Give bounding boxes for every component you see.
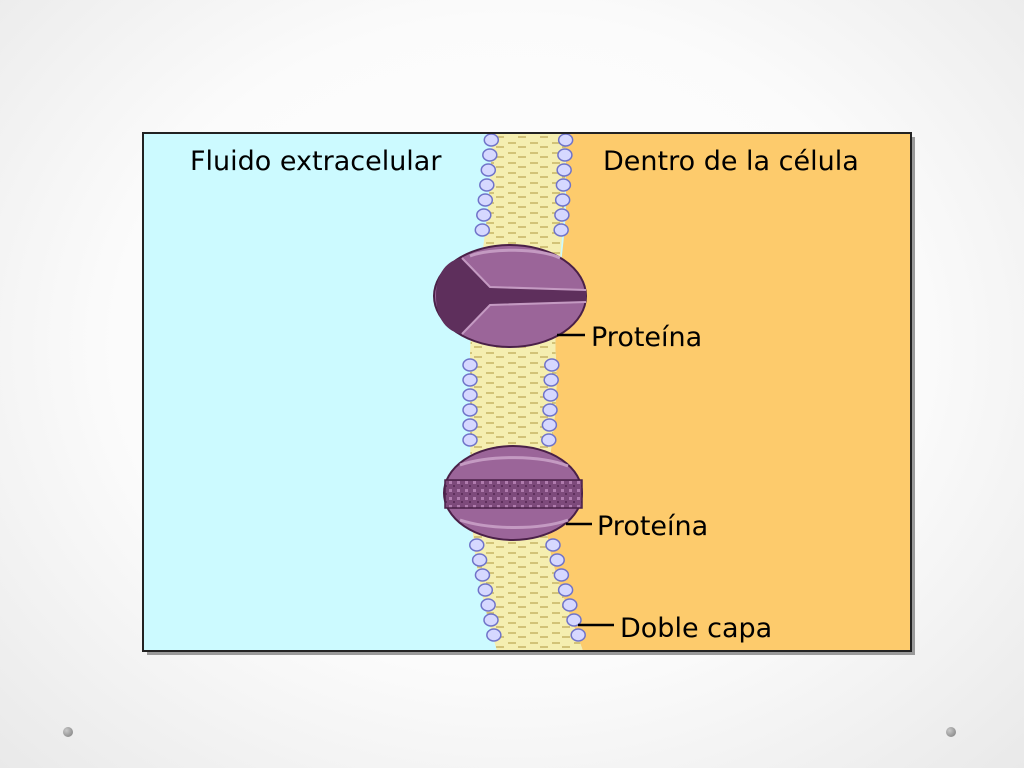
label-extracellular: Fluido extracelular [190,146,442,177]
lipid-head-outer [462,388,478,402]
lipid-head-outer [476,208,492,222]
phospholipid-heads [462,133,586,642]
lipid-head-outer [477,193,494,207]
lipid-head-inner [544,358,560,372]
lipid-head-inner [543,373,559,387]
lipid-head-inner [549,553,565,567]
lipid-head-outer [471,553,488,567]
lipid-head-inner [556,163,572,177]
lipid-head-outer [482,148,498,162]
lipid-head-inner [553,223,569,237]
lipid-head-inner [555,178,572,192]
lipid-head-inner [566,613,582,627]
protein-top-channel [436,258,586,334]
lipid-head-outer [483,613,499,627]
label-protein-bottom: Proteína [597,511,708,542]
protein-bottom-rim [459,456,569,468]
lipid-head-inner [557,583,574,597]
protein-bottom [443,445,583,541]
lipid-head-inner [554,193,571,207]
lipid-head-inner [541,433,557,447]
lipid-head-outer [477,583,494,597]
lipid-head-outer [474,568,491,582]
slide-dot-right [946,727,956,737]
label-inside-cell: Dentro de la célula [603,146,859,177]
slide-dot-left [63,727,73,737]
lipid-head-inner [570,628,586,642]
lipid-head-inner [562,598,578,612]
lipid-head-outer [462,433,478,447]
lipid-head-outer [480,163,497,177]
label-bilayer: Doble capa [620,613,772,644]
lipid-head-inner [554,208,570,222]
lipid-head-outer [462,373,478,387]
lipid-head-outer [483,133,500,147]
protein-bottom-channel [444,479,583,509]
lipid-head-outer [462,358,478,372]
protein-top-highlight [461,257,587,291]
lipid-head-inner [557,148,573,162]
lipid-head-outer [469,538,485,552]
lipid-head-inner [542,403,558,417]
label-protein-top: Proteína [591,322,702,353]
lipid-head-inner [542,388,559,402]
lipid-head-outer [479,178,495,192]
protein-top [433,244,587,348]
protein-top-rim [469,248,561,260]
lipid-head-outer [462,403,478,417]
lipid-head-outer [486,628,502,642]
lipid-head-outer [480,598,496,612]
lipid-head-inner [553,568,570,582]
intracellular-region [545,133,911,651]
lipid-head-outer [474,223,491,237]
lipid-head-outer [462,418,478,432]
lipid-head-inner [545,538,561,552]
lipid-head-inner [557,133,574,147]
lipid-head-inner [541,418,558,432]
protein-top-highlight-lower [461,301,587,335]
panel-border [142,132,912,652]
protein-bottom-rim-lower [459,518,569,529]
